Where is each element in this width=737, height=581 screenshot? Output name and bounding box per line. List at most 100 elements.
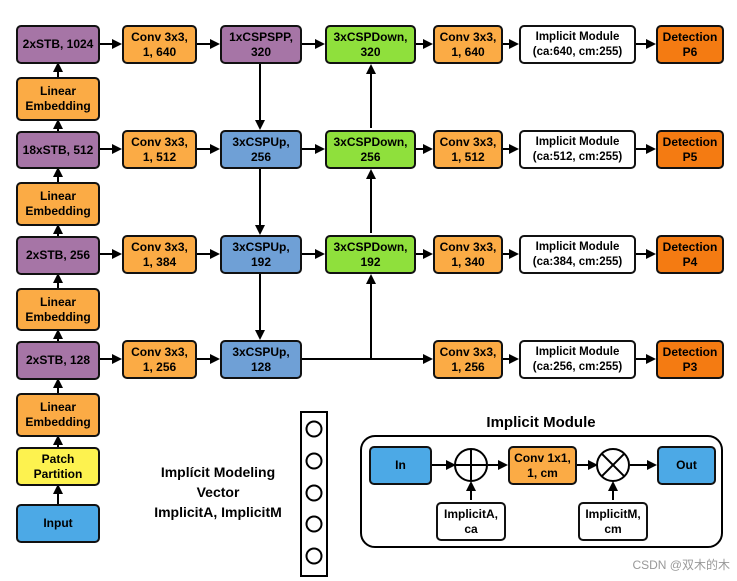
row1-conv2-block: Conv 3x3, 1, 512 bbox=[433, 130, 503, 169]
stb-128-label: 2xSTB, 128 bbox=[25, 353, 91, 367]
stb-1024-label: 2xSTB, 1024 bbox=[22, 37, 94, 51]
row1-implicit-line2: (ca:512, cm:255) bbox=[532, 150, 623, 163]
implicit-conv-line2: 1, cm bbox=[527, 465, 558, 480]
linear-embedding-0-line1: Linear bbox=[39, 400, 76, 414]
implicit-in-block: In bbox=[369, 446, 432, 485]
row0-implicit-module-block: Implicit Module (ca:640, cm:255) bbox=[519, 25, 636, 64]
implicit-out-label: Out bbox=[676, 458, 697, 472]
linear-embedding-1-line2: Embedding bbox=[25, 309, 91, 324]
row0-conv2-block: Conv 3x3, 1, 640 bbox=[433, 25, 503, 64]
row1-conv2-line2: 1, 512 bbox=[451, 149, 485, 164]
row0-conv-block: Conv 3x3, 1, 640 bbox=[122, 25, 197, 64]
row1-cspup-line2: 256 bbox=[250, 149, 272, 164]
row2-implicit-line2: (ca:384, cm:255) bbox=[532, 255, 623, 268]
linear-embedding-3-line2: Embedding bbox=[25, 99, 91, 113]
row0-conv-line2: 1, 640 bbox=[142, 44, 177, 59]
row2-cspdown-block: 3xCSPDown, 192 bbox=[325, 235, 416, 274]
vector-cell-1 bbox=[305, 420, 323, 438]
row3-cspup-line1: 3xCSPUp, bbox=[232, 344, 290, 359]
implicit-in-label: In bbox=[395, 458, 406, 472]
add-operator-icon bbox=[454, 448, 488, 482]
row1-cspdown-line2: 256 bbox=[360, 149, 381, 164]
linear-embedding-2-line2: Embedding bbox=[25, 204, 91, 218]
patch-partition-line2: Partition bbox=[33, 466, 83, 481]
row1-conv2-line1: Conv 3x3, bbox=[439, 134, 497, 149]
row0-detection-line1: Detection bbox=[662, 29, 718, 44]
multiply-operator-icon bbox=[596, 448, 630, 482]
linear-embedding-0-block: Linear Embedding bbox=[16, 393, 100, 437]
row2-conv2-block: Conv 3x3, 1, 340 bbox=[433, 235, 503, 274]
input-label: Input bbox=[43, 516, 73, 530]
linear-embedding-3-line1: Linear bbox=[39, 84, 76, 98]
implicit-module-frame bbox=[360, 435, 723, 548]
patch-partition-block: Patch Partition bbox=[16, 447, 100, 486]
row3-cspup-line2: 128 bbox=[250, 359, 272, 374]
row0-conv-line1: Conv 3x3, bbox=[131, 29, 188, 44]
row2-detection-block: Detection P4 bbox=[656, 235, 724, 274]
row3-conv-line1: Conv 3x3, bbox=[131, 344, 188, 359]
linear-embedding-2-block: Linear Embedding bbox=[16, 182, 100, 226]
row1-cspup-line1: 3xCSPUp, bbox=[232, 134, 290, 149]
row2-conv-block: Conv 3x3, 1, 384 bbox=[122, 235, 197, 274]
row3-conv-block: Conv 3x3, 1, 256 bbox=[122, 340, 197, 379]
row1-cspup-block: 3xCSPUp, 256 bbox=[220, 130, 302, 169]
row3-detection-block: Detection P3 bbox=[656, 340, 724, 379]
implicit-m-block: ImplicitM, cm bbox=[578, 502, 648, 541]
implicit-m-line1: ImplicitM, bbox=[585, 506, 641, 521]
stb-256-label: 2xSTB, 256 bbox=[25, 248, 91, 262]
stb-256-block: 2xSTB, 256 bbox=[16, 236, 100, 275]
linear-embedding-2-line1: Linear bbox=[39, 189, 76, 203]
linear-embedding-0-line2: Embedding bbox=[25, 415, 91, 429]
row0-detection-line2: P6 bbox=[682, 44, 698, 59]
row0-cspdown-line1: 3xCSPDown, bbox=[333, 29, 408, 44]
implicit-conv-block: Conv 1x1, 1, cm bbox=[508, 446, 577, 485]
row3-implicit-module-block: Implicit Module (ca:256, cm:255) bbox=[519, 340, 636, 379]
implicit-a-line2: ca bbox=[464, 521, 478, 536]
row0-cspspp-block: 1xCSPSPP, 320 bbox=[220, 25, 302, 64]
row0-cspspp-line1: 1xCSPSPP, bbox=[229, 29, 293, 44]
row2-detection-line1: Detection bbox=[662, 239, 718, 254]
implicit-module-title: Implicit Module bbox=[486, 414, 596, 431]
vector-cell-5 bbox=[305, 547, 323, 565]
vector-cell-2 bbox=[305, 452, 323, 470]
row2-cspdown-line2: 192 bbox=[360, 254, 381, 269]
row1-detection-line1: Detection bbox=[662, 134, 718, 149]
input-block: Input bbox=[16, 504, 100, 543]
row2-cspup-line2: 192 bbox=[250, 254, 272, 269]
row0-cspdown-line2: 320 bbox=[360, 44, 381, 59]
row3-detection-line2: P3 bbox=[682, 359, 698, 374]
row1-conv-line2: 1, 512 bbox=[142, 149, 177, 164]
row3-cspup-block: 3xCSPUp, 128 bbox=[220, 340, 302, 379]
row3-detection-line1: Detection bbox=[662, 344, 718, 359]
patch-partition-line1: Patch bbox=[41, 451, 75, 466]
vector-cell-3 bbox=[305, 484, 323, 502]
linear-embedding-1-line1: Linear bbox=[39, 294, 76, 309]
row3-conv-line2: 1, 256 bbox=[142, 359, 177, 374]
row0-cspdown-block: 3xCSPDown, 320 bbox=[325, 25, 416, 64]
row2-conv2-line2: 1, 340 bbox=[451, 254, 485, 269]
vector-caption-line3: ImplicitA, ImplicitM bbox=[154, 504, 282, 520]
implicit-a-block: ImplicitA, ca bbox=[436, 502, 506, 541]
implicit-out-block: Out bbox=[657, 446, 716, 485]
watermark: CSDN @双木的木 bbox=[632, 558, 730, 572]
row3-conv2-line1: Conv 3x3, bbox=[439, 344, 497, 359]
row2-cspdown-line1: 3xCSPDown, bbox=[333, 239, 408, 254]
row1-implicit-module-block: Implicit Module (ca:512, cm:255) bbox=[519, 130, 636, 169]
row0-conv2-line2: 1, 640 bbox=[451, 44, 485, 59]
row1-conv-block: Conv 3x3, 1, 512 bbox=[122, 130, 197, 169]
vector-caption-line1: Implícit Modeling bbox=[160, 464, 276, 480]
row1-cspdown-block: 3xCSPDown, 256 bbox=[325, 130, 416, 169]
vector-caption-line2: Vector bbox=[196, 484, 240, 500]
stb-512-block: 18xSTB, 512 bbox=[16, 131, 100, 169]
row0-implicit-line2: (ca:640, cm:255) bbox=[532, 45, 623, 58]
row0-conv2-line1: Conv 3x3, bbox=[439, 29, 497, 44]
vector-cell-4 bbox=[305, 515, 323, 533]
linear-embedding-1-block: Linear Embedding bbox=[16, 288, 100, 331]
row3-conv2-line2: 1, 256 bbox=[451, 359, 485, 374]
linear-embedding-3-block: Linear Embedding bbox=[16, 77, 100, 121]
row0-implicit-line1: Implicit Module bbox=[535, 30, 620, 43]
row3-implicit-line2: (ca:256, cm:255) bbox=[532, 360, 623, 373]
row2-cspup-line1: 3xCSPUp, bbox=[232, 239, 290, 254]
row1-cspdown-line1: 3xCSPDown, bbox=[333, 134, 408, 149]
implicit-conv-line1: Conv 1x1, bbox=[514, 450, 571, 465]
